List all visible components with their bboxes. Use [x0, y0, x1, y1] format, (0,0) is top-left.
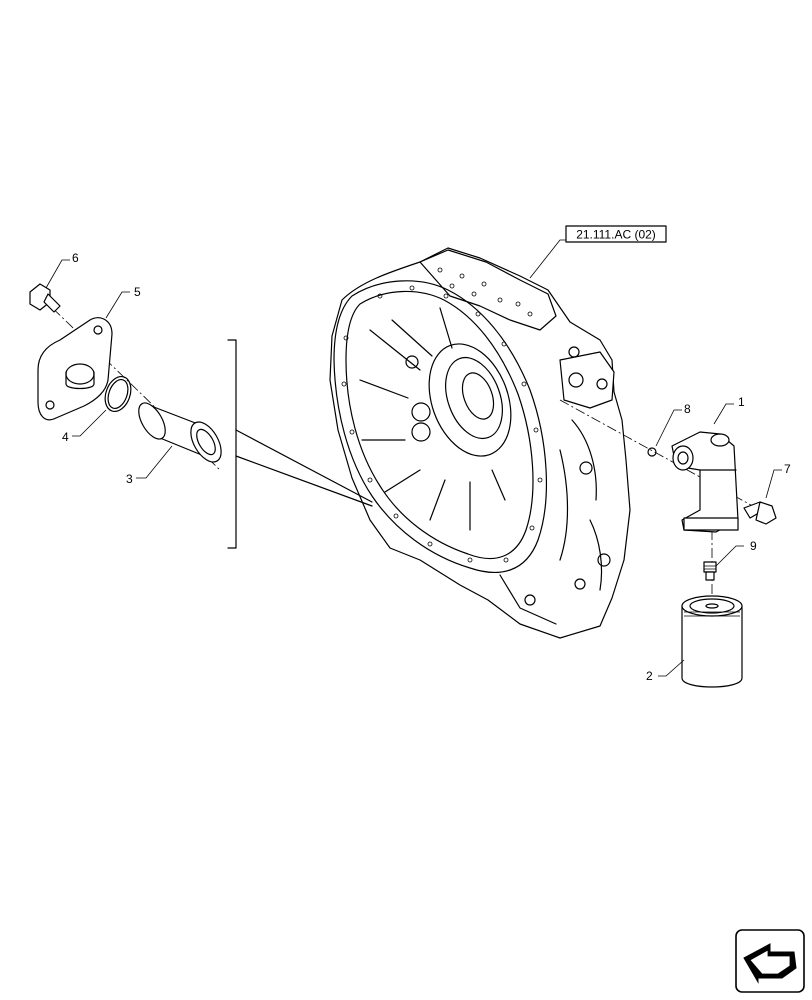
filter-head-part-1 [671, 431, 739, 533]
callout-6: 6 [72, 251, 79, 265]
callout-4: 4 [62, 430, 69, 444]
centerline-upper [559, 399, 761, 511]
sleeve-part-3 [138, 402, 222, 463]
reference-label-box[interactable]: 21.111.AC (02) [565, 225, 667, 243]
reference-label: 21.111.AC (02) [576, 228, 656, 242]
leader-lines [45, 239, 782, 677]
filter-part-2 [681, 595, 743, 688]
nipple-part-9 [703, 561, 717, 581]
o-ring-part-4 [104, 375, 132, 413]
callout-3: 3 [126, 472, 133, 486]
callout-9: 9 [750, 539, 757, 553]
detail-bracket [227, 339, 373, 549]
callout-5: 5 [134, 285, 141, 299]
seal-part-8 [647, 447, 657, 457]
bolt-part-6 [29, 283, 61, 313]
centerline-left [39, 295, 221, 471]
transmission-housing [329, 247, 631, 639]
next-page-arrow-icon[interactable] [735, 929, 805, 993]
callout-2: 2 [646, 669, 653, 683]
callout-7: 7 [784, 462, 791, 476]
bolt-part-7 [743, 501, 777, 525]
callout-1: 1 [738, 395, 745, 409]
callout-8: 8 [684, 402, 691, 416]
cover-plate-part-5 [37, 317, 113, 421]
